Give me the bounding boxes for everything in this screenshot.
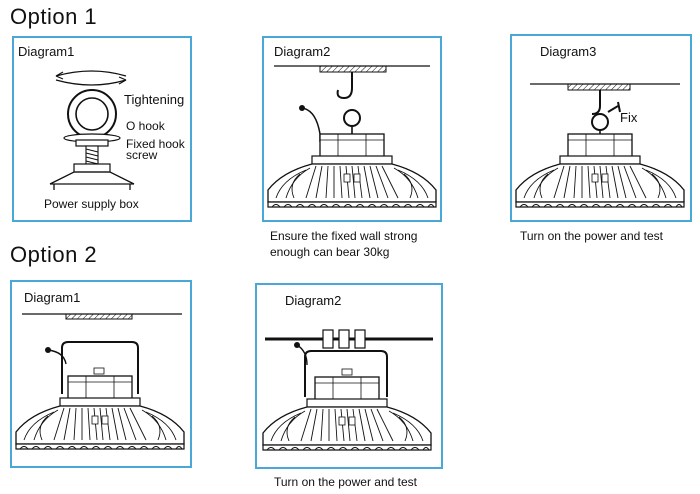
option1-diagram2-panel: Diagram2 xyxy=(262,36,442,222)
fix-diagram xyxy=(515,83,685,208)
o-hook-label: O hook xyxy=(126,119,165,133)
panel-title: Diagram3 xyxy=(540,44,597,59)
panel-title: Diagram2 xyxy=(285,293,342,308)
o-hook-diagram xyxy=(49,70,135,190)
option2-diagram1-panel: Diagram1 xyxy=(10,280,192,468)
panel-title: Diagram1 xyxy=(24,290,81,305)
diagram2-caption-2: enough can bear 30kg xyxy=(270,245,390,259)
option2-diagram2-caption: Turn on the power and test xyxy=(274,475,417,489)
diagram2-caption-1: Ensure the fixed wall strong xyxy=(270,229,418,243)
option1-heading: Option 1 xyxy=(10,4,98,29)
diagram3-caption: Turn on the power and test xyxy=(520,229,663,243)
fixed-hook-label-2: screw xyxy=(126,148,158,162)
option1-diagram3-panel: Diagram3 Fix xyxy=(510,34,692,222)
tightening-label: Tightening xyxy=(124,92,185,107)
hook-hang-diagram xyxy=(267,65,437,208)
option1-diagram1-panel: Diagram1 Tightening O hook Fixed hook sc… xyxy=(12,36,192,222)
panel-title: Diagram2 xyxy=(274,44,331,59)
beam-clamp-diagram xyxy=(262,329,433,451)
power-box-label: Power supply box xyxy=(44,197,139,211)
panel-title: Diagram1 xyxy=(18,44,75,59)
option2-diagram2-panel: Diagram2 xyxy=(255,283,443,469)
option2-heading: Option 2 xyxy=(10,242,98,267)
fix-label: Fix xyxy=(620,110,638,125)
bracket-mount-diagram xyxy=(15,313,185,450)
fixed-hook-label-1: Fixed hook xyxy=(126,137,185,151)
